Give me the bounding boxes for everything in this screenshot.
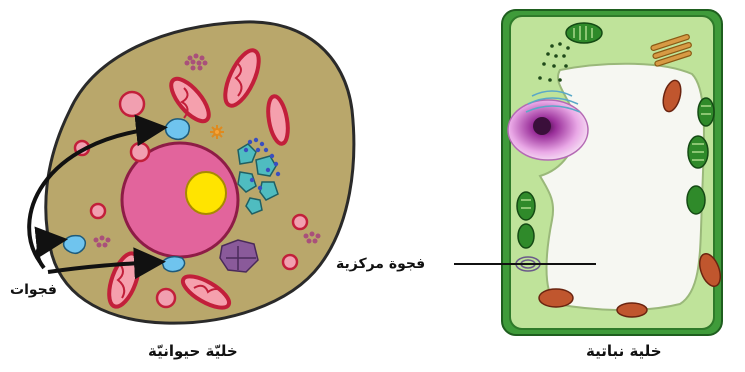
vacuole [162,257,185,272]
animal-cell-label: خليّة حيوانيّة [148,342,238,360]
plant-cell-label: خلية نباتية [586,342,662,360]
animal-cell [29,22,354,323]
nucleolus [186,172,226,214]
centrosome [210,125,224,139]
central-vacuole-label: فجوة مركزية [336,256,425,272]
vacuoles-label: فجوات [10,282,57,298]
vacuole [64,236,86,254]
plant-cell [454,10,724,335]
vacuole [166,119,190,139]
plant-nucleolus [533,117,551,135]
